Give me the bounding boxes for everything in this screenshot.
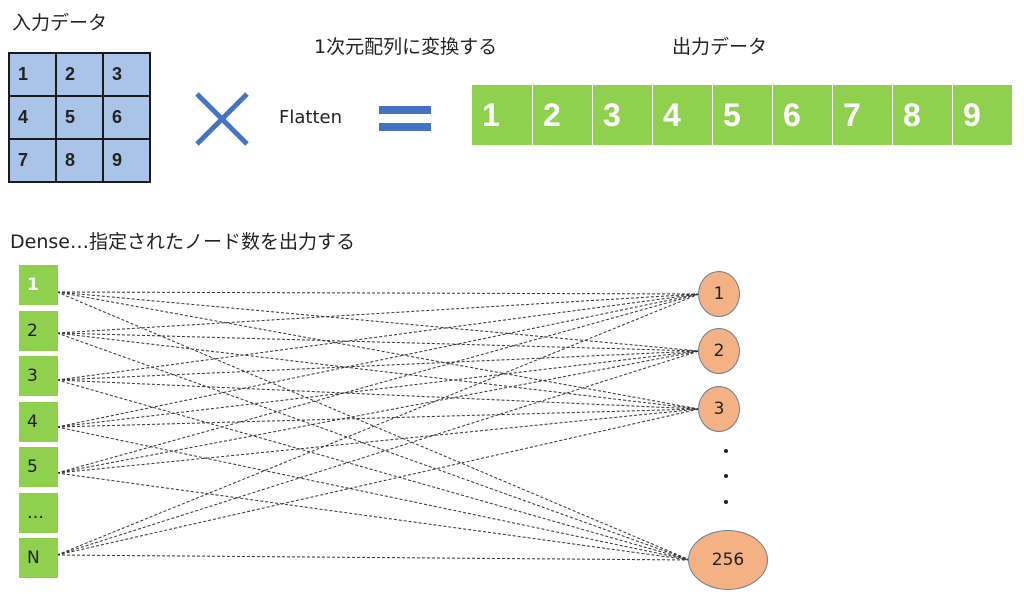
output-node: 3 <box>698 386 740 432</box>
connection-line <box>56 291 700 410</box>
input-node-column: 1 2 3 4 5 … N <box>19 265 58 584</box>
connection-line <box>56 554 691 561</box>
matrix-cell: 2 <box>56 53 103 96</box>
flat-cell: 3 <box>592 85 652 145</box>
connection-line <box>56 291 691 561</box>
ellipsis-dot <box>724 500 728 504</box>
ellipsis-dot <box>724 449 728 453</box>
connection-line <box>56 408 700 428</box>
input-matrix: 1 2 3 4 5 6 7 8 9 <box>8 52 151 183</box>
ellipsis-dot <box>724 474 728 478</box>
connection-line <box>56 293 700 428</box>
connection-line <box>56 350 700 474</box>
flatten-label: Flatten <box>279 107 342 128</box>
flat-cell: 6 <box>772 85 832 145</box>
input-node: 3 <box>19 356 58 396</box>
flat-cell: 7 <box>832 85 892 145</box>
input-node: … <box>19 492 58 533</box>
connection-line <box>56 291 700 352</box>
connection-line <box>56 332 691 561</box>
matrix-cell: 8 <box>56 139 103 182</box>
connection-line <box>56 293 700 334</box>
connection-line <box>56 426 691 561</box>
output-node: 2 <box>698 328 740 374</box>
input-node: 5 <box>19 447 58 487</box>
connection-line <box>56 350 700 381</box>
dense-caption: Dense…指定されたノード数を出力する <box>10 231 355 253</box>
input-node: 4 <box>19 401 58 442</box>
flat-cell: 1 <box>482 96 500 133</box>
output-node: 1 <box>698 271 740 317</box>
matrix-cell: 3 <box>103 53 150 96</box>
input-data-title: 入力データ <box>12 12 108 34</box>
flat-cell: 8 <box>892 85 952 145</box>
flat-cell: 4 <box>652 85 712 145</box>
flat-cell: 5 <box>712 85 772 145</box>
input-node: 1 <box>19 265 58 305</box>
input-node: N <box>19 538 58 578</box>
output-data-title: 出力データ <box>672 36 768 58</box>
connection-line <box>56 350 700 428</box>
connection-line <box>56 408 700 556</box>
multiplication-sign-icon <box>195 92 249 146</box>
connection-line <box>56 350 700 556</box>
connection-line <box>56 332 700 352</box>
input-node: 2 <box>19 310 58 351</box>
flattened-array: 1 2 3 4 5 6 7 8 9 <box>472 85 1012 145</box>
connection-line <box>56 332 700 410</box>
output-node: 256 <box>688 530 768 590</box>
connection-line <box>56 293 700 556</box>
equals-sign-icon <box>379 106 431 140</box>
flat-cell: 9 <box>952 85 1012 145</box>
matrix-cell: 6 <box>103 96 150 139</box>
matrix-cell: 5 <box>56 96 103 139</box>
connection-line <box>56 291 700 295</box>
matrix-cell: 9 <box>103 139 150 182</box>
matrix-cell: 7 <box>9 139 56 182</box>
connection-line <box>56 293 700 381</box>
connection-line <box>56 293 700 474</box>
matrix-cell: 4 <box>9 96 56 139</box>
connection-line <box>56 408 700 474</box>
flat-cell: 2 <box>532 85 592 145</box>
connection-line <box>56 472 691 561</box>
matrix-cell: 1 <box>9 53 56 96</box>
connection-line <box>56 379 700 410</box>
convert-title: 1次元配列に変換する <box>314 36 498 58</box>
